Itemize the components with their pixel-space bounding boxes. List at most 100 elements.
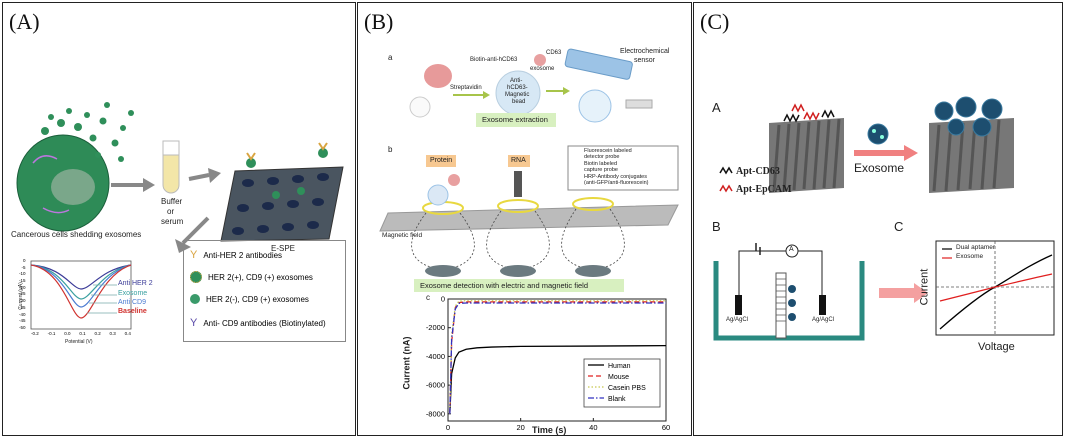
probe-legend-2b: capture probe (584, 167, 618, 173)
espe-exosomes (246, 148, 328, 199)
yellow-ring (572, 197, 614, 211)
bead-label-3: Magnetic (505, 92, 530, 98)
legend-mouse: Mouse (608, 374, 630, 381)
biotinylated-antibody-icon: Y (190, 317, 198, 329)
apt-cd63-label: Apt-CD63 (736, 166, 780, 177)
panel-c-label: (C) (700, 9, 730, 34)
buffer-line1: Buffer (161, 197, 183, 206)
buffer-line3: serum (161, 217, 184, 226)
bead-label-2: hCD63- (507, 85, 528, 91)
panel-b: (B) (357, 2, 692, 436)
protein-label: Protein (430, 157, 453, 164)
dpv-label-anti-her2: Anti HER 2 (118, 280, 153, 287)
dpv-ytick: -5 (21, 264, 26, 270)
membrane (775, 272, 787, 339)
x-tick-label: 20 (516, 423, 524, 432)
dpv-ytick: -20 (19, 284, 26, 290)
dpv-label-anti-cd9: Anti CD9 (118, 299, 147, 306)
detection-label: Exosome detection with electric and magn… (420, 281, 589, 290)
iv-legend-exosome: Exosome (956, 253, 984, 260)
sub-b-label-c: B (712, 219, 721, 234)
dpv-plot (30, 260, 132, 330)
extraction-box (476, 113, 556, 127)
espe-antibodies (246, 142, 328, 161)
dpv-label-exosome: Exosome (118, 290, 148, 297)
electrochemical-sensor-strip (564, 48, 633, 80)
bead-exosome (427, 184, 449, 206)
ammeter (785, 244, 799, 258)
dpv-xtick: -0.1 (47, 331, 56, 336)
dpv-ytick: -10 (19, 271, 26, 277)
exosome-particle (867, 123, 889, 145)
arrow-to-espe (188, 173, 210, 181)
iv-xlabel: Voltage (978, 341, 1015, 353)
sub-a-label-c: A (712, 100, 721, 115)
legend-text: HER 2(+), CD9 (+) exosomes (208, 272, 313, 282)
yellow-ring (497, 199, 539, 213)
dpv-curve-exosome (30, 264, 132, 300)
x-tick-label: 0 (446, 423, 450, 432)
legend-text: Anti-HER 2 antibodies (203, 250, 283, 260)
dpv-yticks: 0 -5 -10 -15 -20 -25 -30 -35 -40 -45 -50 (19, 258, 26, 330)
magnetic-field-label: Magnetic field (382, 232, 423, 239)
dpv-ytick: -40 (19, 311, 26, 317)
cd63-exosome (534, 54, 546, 66)
dpv-xtick: 0.3 (109, 331, 116, 336)
dpv-ytick: -35 (19, 304, 26, 310)
legend-human: Human (608, 363, 631, 370)
electrode-right-label: Ag/AgCl (812, 317, 835, 323)
legend-row: HER 2(-), CD9 (+) exosomes (190, 294, 309, 304)
tissue-sample (424, 64, 452, 88)
y-tick-label: 0 (441, 295, 445, 304)
probe-legend-2a: Biotin labeled (584, 161, 618, 167)
buffer-line2: or (167, 207, 175, 216)
iv-ylabel: Current (918, 268, 931, 306)
dpv-ytick: -25 (19, 291, 26, 297)
legend-text: Anti- CD9 antibodies (Biotinylated) (203, 318, 326, 328)
sensor-label-2: sensor (634, 57, 656, 64)
bead-label-4: bead (512, 99, 526, 105)
sub-c-label-c: C (894, 219, 904, 234)
rna-stack (514, 171, 522, 197)
electrode-surface-right (929, 96, 1014, 193)
dpv-label-baseline: Baseline (118, 308, 147, 315)
dpv-ytick: 0 (23, 258, 26, 263)
biotin-label: Biotin-anti-hCD63 (470, 57, 518, 63)
timeseries-ylabel: Current (nA) (401, 336, 412, 390)
legend-row: HER 2(+), CD9 (+) exosomes (190, 271, 313, 283)
arrow-to-dpv (181, 216, 210, 245)
sub-c-label: c (426, 293, 430, 302)
streptavidin-label: Streptavidin (450, 85, 482, 91)
probe-legend-3a: HRP-Antibody conjugates (584, 174, 647, 180)
electrode-right (819, 295, 826, 315)
apt-epcam-label: Apt-EpCAM (736, 184, 792, 195)
timeseries-xlabel: Time (s) (532, 425, 567, 435)
iv-plot (935, 240, 1055, 336)
timeseries-legend: Human Mouse Casein PBS Blank (608, 361, 646, 405)
bead-label-1: Anti- (510, 78, 523, 84)
espe-wells (232, 173, 329, 235)
rna-label: RNA (511, 157, 526, 164)
cd63-exosome-label: exosome (530, 66, 555, 72)
protein-exosome (448, 174, 460, 186)
iv-legend-dual-aptamer: Dual aptamer (956, 244, 996, 251)
dpv-xtick: 0.4 (124, 331, 131, 336)
sub-b-label: b (388, 145, 393, 154)
dpv-curve-anti-cd9 (30, 264, 132, 308)
probe-legend-box (567, 145, 679, 191)
detection-box (414, 279, 624, 292)
y-tick-label: -6000 (426, 381, 445, 390)
x-tick-label: 40 (589, 423, 597, 432)
dpv-xtick: 0.2 (94, 331, 101, 336)
panel-b-label: (B) (364, 9, 394, 34)
dpv-ytick: -50 (19, 324, 26, 330)
her2-negative-exosome-icon (190, 294, 200, 304)
sub-a-label: a (388, 53, 393, 62)
dpv-ytick: -45 (19, 318, 26, 324)
dpv-curve-anti-her2 (30, 264, 132, 290)
probe-legend-1a: Fluorescein labeled (584, 148, 632, 154)
electrode-left-label: Ag/AgCl (726, 317, 749, 323)
panel-c-art (713, 96, 1055, 341)
